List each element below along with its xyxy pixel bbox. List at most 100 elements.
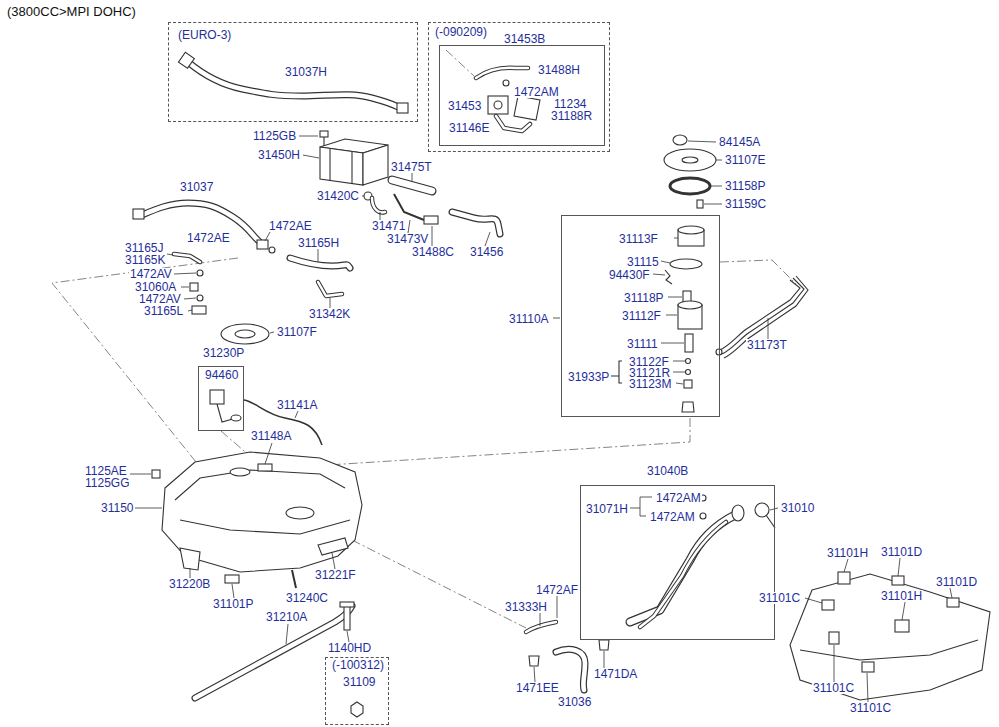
dash-dot-guide [352,540,526,628]
callout-number: 31123M [628,378,672,390]
callout-number: 1140HD [327,642,372,654]
canister [320,147,363,185]
canister [351,152,352,184]
filler-neck [526,495,775,690]
callout-number: 1125GG [84,477,130,489]
filler-neck [630,515,735,622]
callout-number: 31342K [308,308,351,320]
filler-neck [700,513,706,519]
callout-number: 31165K [124,254,166,266]
callout-number: 1125AE [84,465,128,477]
callout-number: 31101H [826,547,869,559]
valve-assembly [503,80,509,86]
callout-number: 31118P [623,292,665,304]
callout-number: 31240C [285,592,329,604]
callout-number: 31115 [626,256,660,268]
callout-number: 31107F [276,326,318,338]
callout-number: 31037H [284,66,328,78]
callout-number: 1472AE [186,232,231,244]
canister [394,194,424,220]
fuel-pump-parts [664,149,716,171]
callout-number: 31165L [143,305,184,317]
variant-note: (EURO-3) [177,29,232,41]
tank-pad-view [790,572,990,700]
vapor-hose [257,240,268,249]
callout-number: 31109 [342,676,376,688]
fuel-pump-parts [684,380,692,388]
callout-number: 31165H [297,237,340,249]
valve-assembly [488,96,508,114]
callout-number: 31141A [276,399,318,411]
assembly-frame: 31230P94460 [198,366,244,431]
callout-number: 31220B [168,578,211,590]
callout-number: 31333H [504,601,548,613]
fuel-pump-parts [686,370,691,375]
fuel-tank [230,468,250,476]
fuel-tank [152,470,160,478]
callout-number: 31112F [621,310,662,322]
callout-number: 31453B [503,33,546,45]
valve-assembly [476,68,528,78]
filler-neck [640,522,726,627]
fuel-tank [175,470,350,534]
vapor-hose [178,52,194,68]
callout-number: 31933P [567,371,610,383]
callout-number: 1472AM [649,511,696,523]
fuel-tank [340,602,354,607]
callout-number: 31475T [390,161,433,173]
callout-number: 31453 [447,100,482,112]
vapor-hose [190,283,198,291]
callout-number: 31159C [724,198,767,210]
callout-number: 31113F [618,233,659,245]
filler-neck [556,649,585,690]
callout-number: 31165J [124,242,164,254]
valve-assembly [514,96,540,120]
callout-number: 1472AV [129,268,173,280]
fuel-tank [318,538,348,555]
canister [323,137,324,146]
callout-number: 31110A [508,313,550,325]
callout-number: 31456 [469,246,504,258]
leader-line [265,136,490,308]
callout-number: 31158P [724,180,766,192]
callout-number: 1472AF [535,584,579,596]
dash-dot-guide [52,258,238,462]
sender [231,415,241,421]
filler-neck [599,640,609,650]
filler-neck [766,515,775,528]
filler-neck [526,622,556,632]
variant-frame: (-100312)31109 [325,657,389,725]
canister [320,131,500,234]
fuel-pump-parts [682,402,694,412]
callout-number: 31173T [746,339,788,351]
vapor-hose [290,258,350,268]
callout-number: 1472AM [513,86,560,98]
fuel-line [722,278,804,354]
vapor-hose [188,62,400,108]
callout-number: 31488H [537,64,581,76]
callout-number: 31150 [100,502,134,514]
callout-number: 1471DA [593,668,638,680]
fuel-pump-parts [686,359,691,364]
sender [221,324,269,344]
callout-number: 31111 [626,338,659,350]
variant-frame: (EURO-3) 31037H [168,22,418,122]
callout-number: 84145A [718,136,761,148]
vapor-hose [192,306,206,314]
callout-number: 31060A [134,281,177,293]
callout-number: 31188R [550,110,593,122]
fuel-pump-parts [665,270,672,284]
callout-number: 31488C [411,246,455,258]
leader-line [553,238,685,384]
filler-neck [630,515,735,622]
fuel-tank [286,507,314,519]
canister [372,198,385,212]
fuel-tank [351,702,363,717]
callout-number: 31101H [880,590,923,602]
tank-pad-view [790,574,990,700]
fuel-tank [180,548,200,570]
filler-neck [526,622,556,632]
valve-assembly [496,116,530,131]
vapor-hose [397,103,408,113]
tank-pad-view [829,632,839,644]
